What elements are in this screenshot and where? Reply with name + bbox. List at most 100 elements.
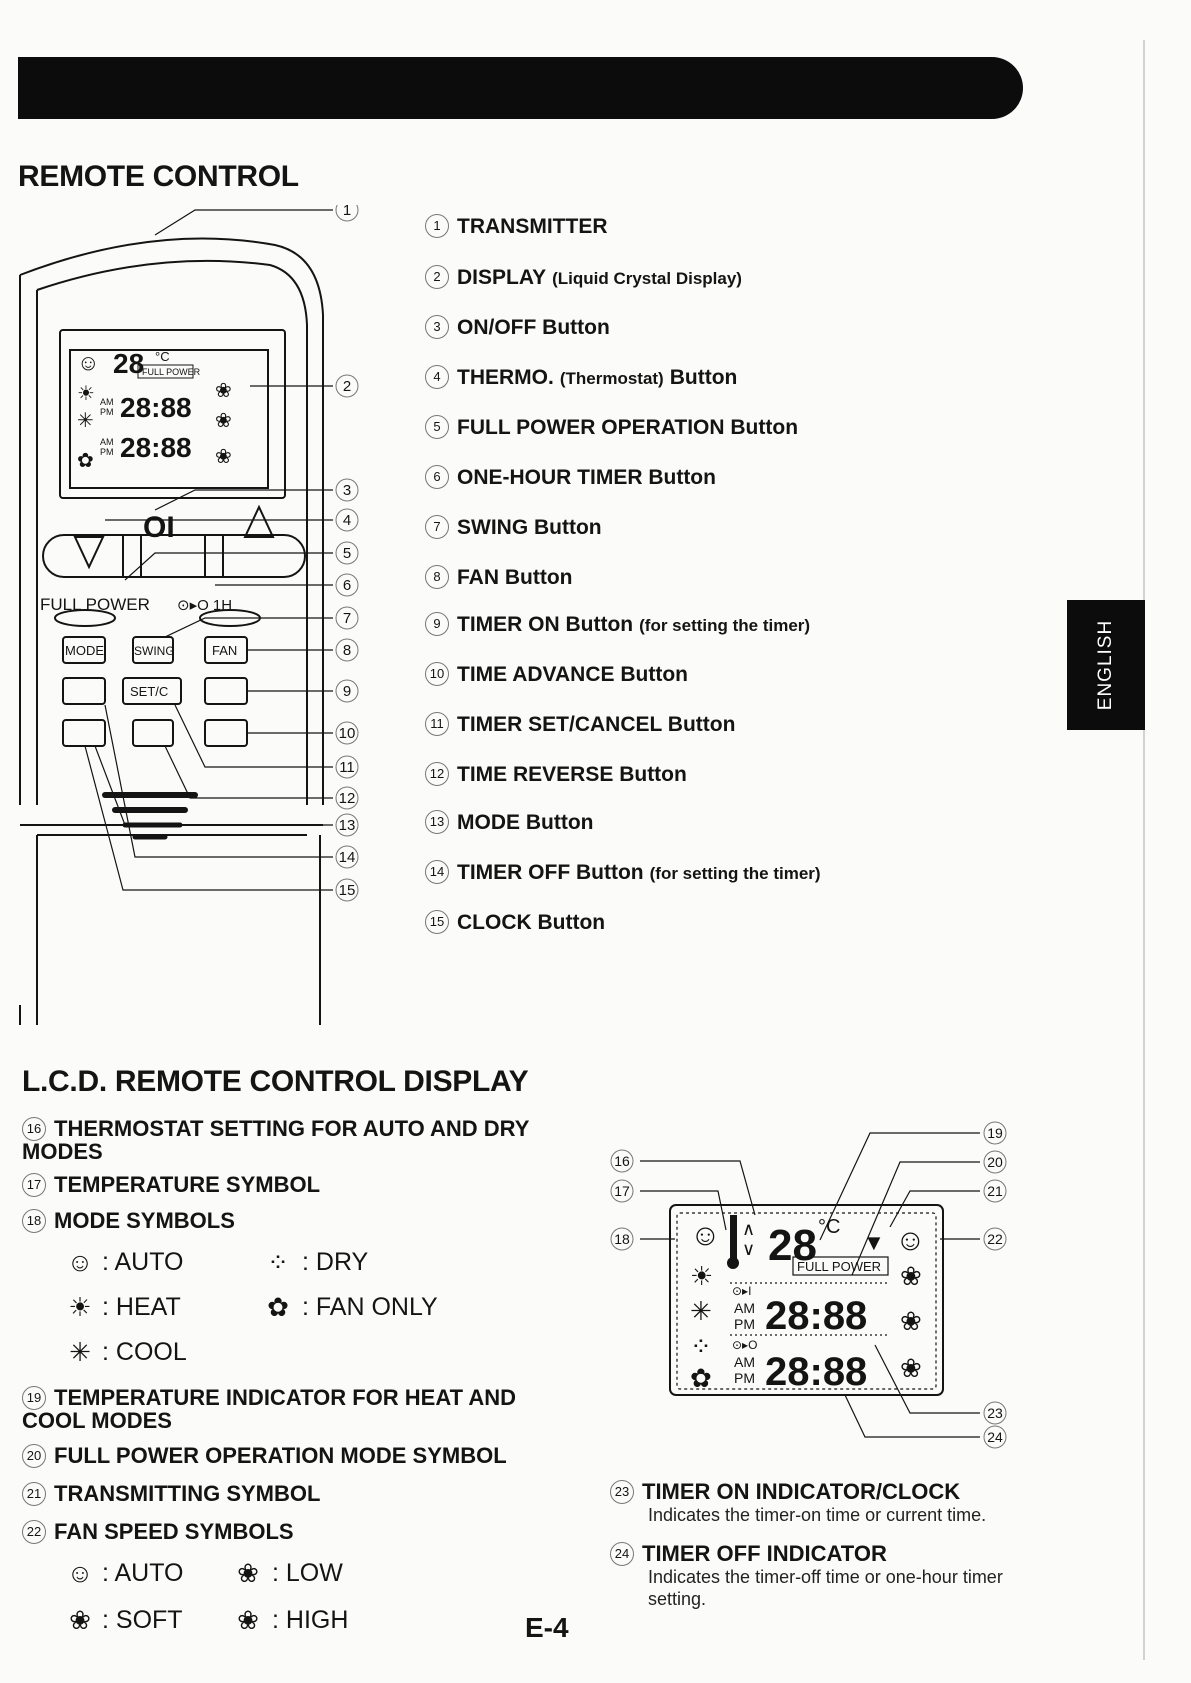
- svg-text:AM: AM: [100, 397, 114, 407]
- svg-text:AM: AM: [734, 1354, 755, 1370]
- svg-text:❀: ❀: [900, 1353, 922, 1383]
- svg-text:SWING: SWING: [134, 644, 175, 658]
- svg-text:°C: °C: [155, 349, 170, 364]
- fan-symbols-group: ☺ : AUTO ❀ : LOW ❀ : SOFT ❀ : HIGH: [64, 1558, 532, 1636]
- remote-callout-number: 10: [339, 725, 356, 742]
- auto-icon: ☺: [66, 1558, 94, 1588]
- lcd-callout-circle: [983, 1179, 1007, 1203]
- header-bar: [18, 57, 1023, 119]
- lcd-callout-circle: [983, 1121, 1007, 1145]
- remote-callout-number: 11: [339, 759, 355, 776]
- soft-fan-icon: ❀: [69, 1605, 91, 1635]
- remote-callout-circle: [335, 374, 359, 398]
- on-off-label: OI: [143, 511, 175, 544]
- remote-callout-number: 5: [343, 545, 351, 562]
- svg-text:PM: PM: [734, 1370, 755, 1386]
- mode-symbols-row-2: ☀ : HEAT ✿ : FAN ONLY: [64, 1292, 532, 1323]
- page-edge-rule: [1143, 40, 1145, 1660]
- lcd-callout-circle: [983, 1425, 1007, 1449]
- lcd-diagram-time-2: 28:88: [765, 1350, 867, 1394]
- lcd-callout-number: 24: [987, 1429, 1003, 1445]
- remote-display-time-2: 28:88: [120, 432, 192, 463]
- svg-text:❀: ❀: [900, 1306, 922, 1336]
- remote-callout-circle: [335, 721, 359, 745]
- remote-callout-circle: [335, 478, 359, 502]
- remote-callout-circle: [335, 845, 359, 869]
- svg-text:PM: PM: [100, 407, 114, 417]
- lcd-callout-circle: [610, 1149, 634, 1173]
- svg-text:°C: °C: [818, 1216, 840, 1238]
- remote-callout-circle: [335, 786, 359, 810]
- remote-callout-circle: [335, 878, 359, 902]
- svg-text:✳: ✳: [77, 410, 94, 432]
- low-fan-icon: ❀: [237, 1558, 259, 1588]
- lcd-callout-circle: [983, 1227, 1007, 1251]
- svg-text:PM: PM: [100, 447, 114, 457]
- remote-callout-circle: [335, 508, 359, 532]
- dry-icon: ⁘: [267, 1247, 289, 1277]
- remote-callout-circle: [335, 205, 359, 222]
- svg-text:✿: ✿: [77, 450, 94, 472]
- lcd-callout-number: 22: [987, 1231, 1003, 1247]
- remote-callout-circle: [335, 638, 359, 662]
- svg-text:✿: ✿: [690, 1363, 712, 1393]
- remote-callout-number: 13: [339, 817, 356, 834]
- remote-control-heading: REMOTE CONTROL: [18, 160, 299, 193]
- remote-callout-number: 6: [343, 577, 351, 594]
- auto-icon: ☺: [66, 1247, 94, 1277]
- lcd-diagram-temp: 28: [768, 1221, 817, 1270]
- svg-text:❀: ❀: [215, 446, 232, 468]
- svg-text:☀: ☀: [77, 383, 95, 405]
- mode-symbols-row-3: ✳ : COOL: [64, 1337, 532, 1368]
- svg-text:∧: ∧: [742, 1219, 755, 1239]
- language-tab: ENGLISH: [1067, 600, 1145, 730]
- svg-text:⊙▸I: ⊙▸I: [732, 1284, 751, 1298]
- lcd-diagram: ☺ ∧ ∨ 28 °C ▼ ☺ FULL POWER ☀ ✳ ⁘ ✿ ⊙▸I A…: [610, 1121, 1007, 1449]
- svg-text:✳: ✳: [690, 1296, 712, 1326]
- mode-symbols-group: ☺ : AUTO ⁘ : DRY ☀ : HEAT ✿ : FAN ONLY ✳…: [64, 1247, 532, 1368]
- svg-text:SET/C: SET/C: [130, 684, 168, 699]
- svg-text:▼: ▼: [863, 1230, 885, 1255]
- svg-text:☺: ☺: [77, 350, 99, 375]
- svg-text:❀: ❀: [215, 410, 232, 432]
- remote-callout-number: 7: [343, 610, 351, 627]
- svg-text:AM: AM: [100, 437, 114, 447]
- svg-text:☺: ☺: [895, 1224, 926, 1257]
- svg-text:❀: ❀: [900, 1261, 922, 1291]
- lcd-callout-circle: [983, 1150, 1007, 1174]
- lcd-full-power-badge: FULL POWER: [797, 1259, 881, 1274]
- lcd-callout-circle: [610, 1227, 634, 1251]
- remote-callout-number: 14: [339, 849, 356, 866]
- heat-icon: ☀: [68, 1292, 92, 1322]
- lcd-diagram-time-1: 28:88: [765, 1294, 867, 1338]
- remote-callout-number: 8: [343, 642, 351, 659]
- remote-callout-number: 1: [343, 205, 351, 219]
- lcd-callout-circle: [610, 1179, 634, 1203]
- fan-symbols-row-2: ❀ : SOFT ❀ : HIGH: [64, 1605, 532, 1636]
- svg-text:⊙▸O 1H: ⊙▸O 1H: [177, 597, 232, 614]
- svg-text:∨: ∨: [742, 1239, 755, 1259]
- remote-callout-circle: [335, 573, 359, 597]
- svg-text:FULL POWER: FULL POWER: [142, 367, 201, 377]
- lcd-display-heading: L.C.D. REMOTE CONTROL DISPLAY: [22, 1065, 529, 1098]
- svg-text:⊙▸O: ⊙▸O: [732, 1338, 757, 1352]
- page-number: E-4: [525, 1612, 569, 1643]
- remote-callout-circle: [335, 755, 359, 779]
